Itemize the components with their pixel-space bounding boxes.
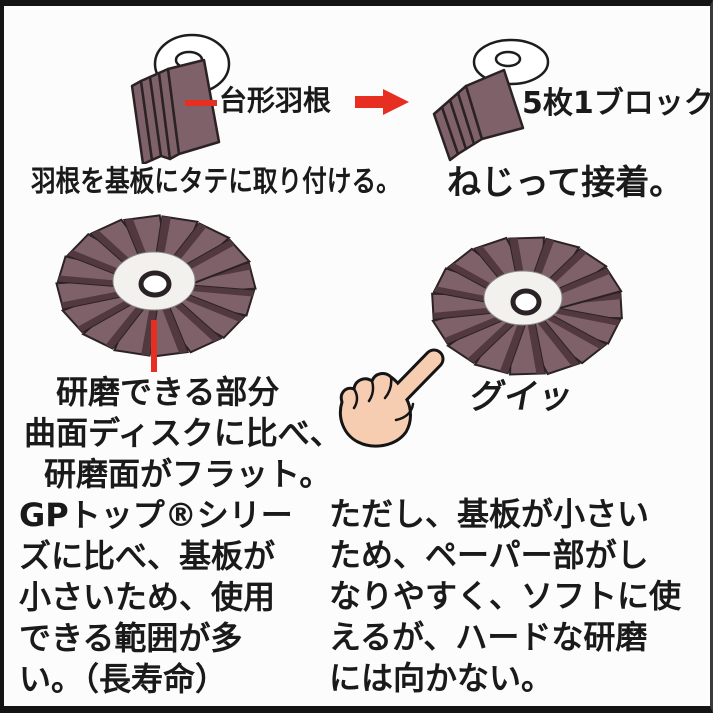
flap-wheel-right-illustration — [428, 234, 628, 379]
left-text-column: 研磨できる部分 曲面ディスクに比べ、 研磨面がフラット。 GPトップ®シリー ズ… — [19, 372, 342, 700]
part-label: 台形羽根 — [219, 84, 332, 117]
pointing-hand-icon — [338, 348, 445, 448]
text-line: えるが、ハードな研磨 — [329, 618, 648, 656]
callout-line-flap — [185, 100, 217, 106]
text-line: ため、ペーパー部がし — [329, 536, 649, 574]
block-label: 5枚1ブロック — [522, 86, 713, 121]
right-text-column: ただし、基板が小さい ため、ペーパー部がし なりやすく、ソフトに使 えるが、ハー… — [329, 494, 681, 699]
push-label: グイッ — [466, 377, 576, 417]
flap-wheel-left-illustration — [52, 212, 260, 361]
text-line: できる範囲が多 — [19, 619, 243, 657]
hub-hole — [510, 288, 542, 316]
text-line: い。（長寿命） — [19, 660, 228, 698]
text-line: 曲面ディスクに比べ、 — [24, 414, 342, 452]
text-line: 小さいため、使用 — [19, 578, 276, 616]
caption-attach: 羽根を基板にタテに取り付ける。 — [31, 164, 401, 198]
polish-area-callout: 研磨できる部分 — [56, 373, 280, 411]
text-line: ただし、基板が小さい — [329, 495, 650, 533]
right-arrow-icon — [355, 89, 409, 115]
callout-line-polish — [151, 320, 157, 372]
text-line: GPトップ®シリー — [19, 496, 293, 534]
base-plate-hole — [494, 50, 522, 68]
hub-hole — [138, 270, 172, 298]
text-line: ズに比べ、基板が — [19, 537, 276, 575]
flap-stack-right-illustration — [432, 38, 550, 162]
front-flap — [464, 68, 525, 141]
caption-glue: ねじって接着。 — [447, 163, 684, 203]
text-line: なりやすく、ソフトに使 — [329, 577, 682, 615]
text-line: には向かない。 — [329, 659, 554, 697]
front-flap — [166, 58, 221, 156]
index-finger — [384, 351, 442, 410]
text-line: 研磨面がフラット。 — [44, 455, 332, 493]
flap-stack-left-illustration — [130, 33, 231, 164]
